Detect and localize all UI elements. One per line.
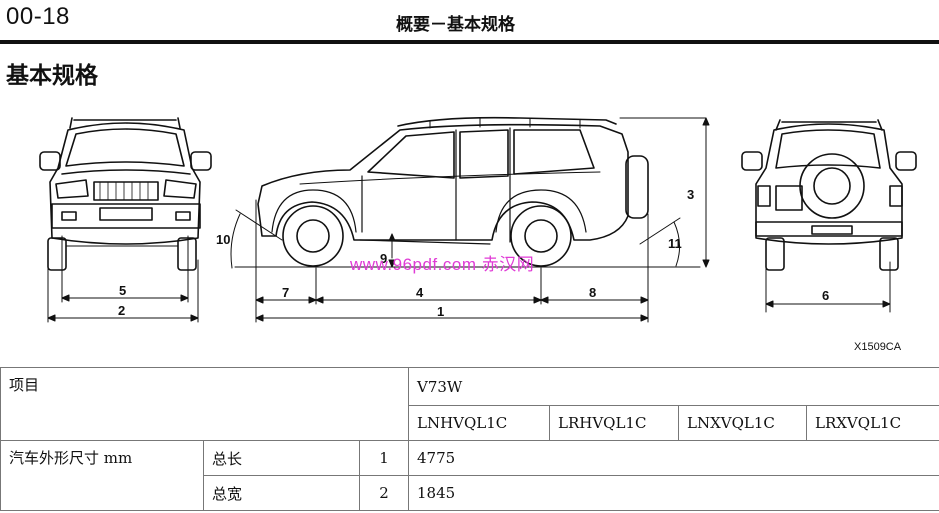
variant-cell: LNHVQL1C [408, 405, 550, 441]
rear-view-dimensions [765, 261, 891, 313]
section-title: 基本规格 [6, 63, 98, 89]
dimension-label-9: 9 [380, 251, 387, 266]
variant-cell: LRHVQL1C [549, 405, 679, 441]
variant-row: LNHVQL1C LRHVQL1C LNXVQL1C LRXVQL1C [1, 405, 939, 441]
dimension-label-10: 10 [216, 232, 230, 247]
group-label: 汽车外形尺寸 mm [0, 440, 204, 511]
dimension-label-5: 5 [119, 283, 126, 298]
dimension-label-1: 1 [437, 304, 444, 319]
row-name: 总长 [203, 440, 360, 476]
dimension-label-11: 11 [668, 236, 682, 251]
table-row: 汽车外形尺寸 mm 总长 1 4775 [0, 440, 939, 511]
dimension-label-4: 4 [416, 285, 424, 300]
row-number: 2 [359, 475, 409, 511]
dimension-label-8: 8 [589, 285, 596, 300]
item-header: 项目 [0, 367, 409, 441]
variant-cell: LNXVQL1C [678, 405, 807, 441]
front-view-dimensions [47, 235, 199, 323]
rear-view-drawing [741, 119, 917, 271]
dimension-label-3: 3 [687, 187, 694, 202]
table-header-row: 项目 V73W [0, 367, 939, 441]
model-header: V73W [407, 367, 939, 406]
header-rule [0, 40, 939, 44]
front-view-drawing [39, 117, 212, 271]
vehicle-dimension-diagram: 5 2 7 4 8 1 3 9 10 11 6 [39, 116, 917, 323]
dimension-label-2: 2 [118, 303, 125, 318]
row-number: 1 [359, 440, 409, 476]
side-view-drawing [257, 116, 649, 267]
spec-table: 项目 V73W LNHVQL1C LRHVQL1C LNXVQL1C LRXVQ… [0, 367, 939, 511]
row-name: 总宽 [203, 475, 360, 511]
page-number: 00-18 [6, 3, 70, 30]
dimension-label-6: 6 [822, 288, 829, 303]
row-value: 1845 [407, 475, 939, 511]
dimension-label-7: 7 [282, 285, 289, 300]
side-view-dimensions [230, 117, 710, 323]
row-value: 4775 [407, 440, 939, 476]
table-row: 总宽 2 1845 [1, 475, 939, 511]
watermark-text: www.96pdf.com 赤汉网 [350, 255, 535, 274]
header-title: 概要－基本规格 [396, 15, 515, 35]
variant-cell: LRXVQL1C [805, 405, 939, 441]
figure-code: X1509CA [854, 341, 902, 353]
